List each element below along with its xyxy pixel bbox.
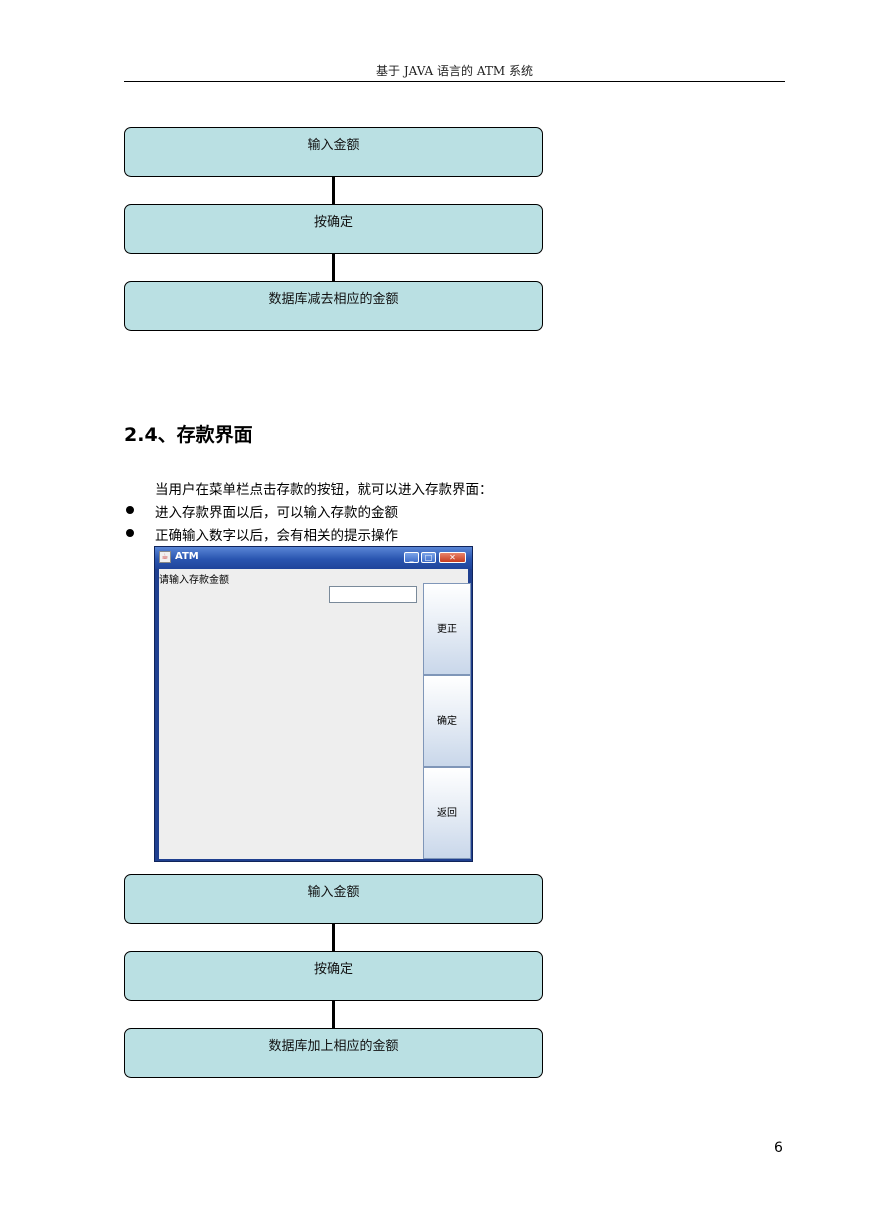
flow-step-input-amount: 输入金额 bbox=[124, 874, 543, 924]
flow-step-db-subtract: 数据库减去相应的金额 bbox=[124, 281, 543, 331]
deposit-amount-input[interactable] bbox=[329, 586, 417, 603]
window-content: 请输入存款金额 更正 确定 返回 bbox=[159, 569, 471, 859]
flow-step-input-amount: 输入金额 bbox=[124, 127, 543, 177]
flow-connector bbox=[332, 924, 335, 951]
header-rule bbox=[124, 81, 785, 82]
deposit-prompt-label: 请输入存款金额 bbox=[159, 575, 229, 586]
flow-step-confirm: 按确定 bbox=[124, 951, 543, 1001]
section-title: 2.4、存款界面 bbox=[124, 424, 253, 446]
back-button[interactable]: 返回 bbox=[423, 767, 471, 859]
flow-connector bbox=[332, 1001, 335, 1028]
atm-window: ☕ ATM _ □ ✕ 请输入存款金额 更正 确定 返回 bbox=[154, 546, 473, 862]
bullet-icon bbox=[126, 506, 134, 514]
flow-connector bbox=[332, 177, 335, 204]
java-app-icon: ☕ bbox=[159, 551, 171, 563]
close-button[interactable]: ✕ bbox=[439, 552, 466, 563]
correct-button[interactable]: 更正 bbox=[423, 583, 471, 675]
window-titlebar[interactable]: ☕ ATM _ □ ✕ bbox=[155, 547, 472, 569]
flow-connector bbox=[332, 254, 335, 281]
bullet-text: 正确输入数字以后，会有相关的提示操作 bbox=[155, 528, 398, 544]
maximize-button[interactable]: □ bbox=[421, 552, 436, 563]
flow-step-confirm: 按确定 bbox=[124, 204, 543, 254]
bullet-icon bbox=[126, 529, 134, 537]
page-number: 6 bbox=[774, 1140, 783, 1156]
flow-step-db-add: 数据库加上相应的金额 bbox=[124, 1028, 543, 1078]
bullet-text: 进入存款界面以后，可以输入存款的金额 bbox=[155, 505, 398, 521]
minimize-button[interactable]: _ bbox=[404, 552, 419, 563]
running-header: 基于 JAVA 语言的 ATM 系统 bbox=[376, 64, 533, 78]
confirm-button[interactable]: 确定 bbox=[423, 675, 471, 767]
window-title: ATM bbox=[175, 551, 199, 562]
intro-paragraph: 当用户在菜单栏点击存款的按钮，就可以进入存款界面： bbox=[155, 482, 493, 498]
